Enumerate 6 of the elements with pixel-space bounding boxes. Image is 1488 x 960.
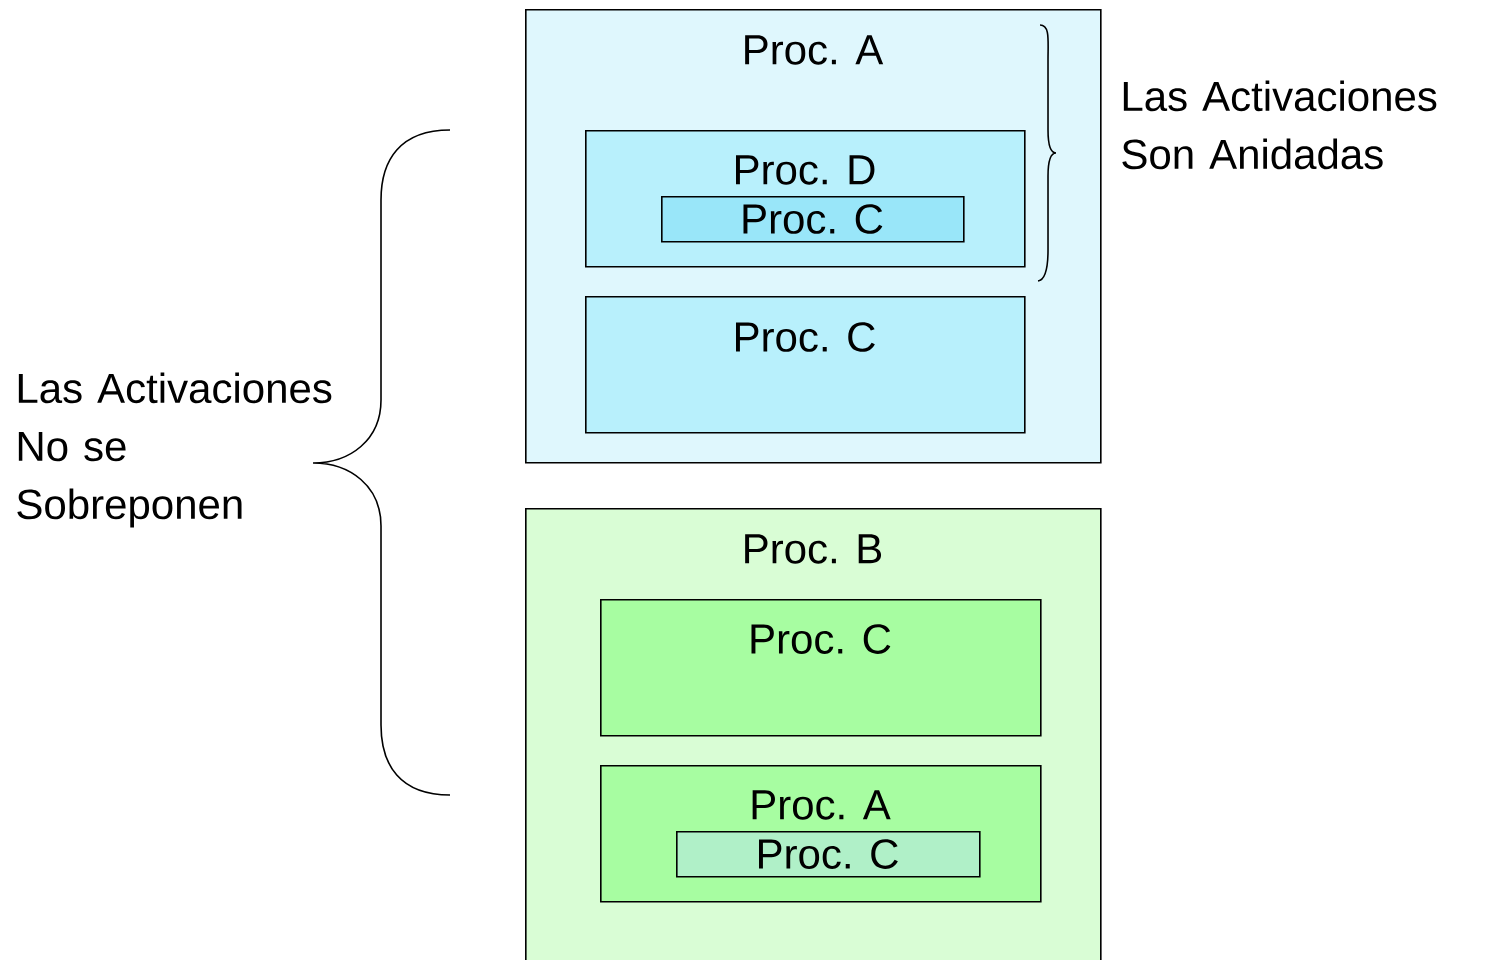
process-box: Proc. C (585, 296, 1026, 434)
process-box: Proc. C (600, 599, 1042, 737)
annotation-text: Las Activaciones No se Sobreponen (17, 372, 332, 528)
process-box: Proc. C (661, 196, 965, 243)
process-box: Proc. C (676, 831, 981, 878)
annotation-text: Las Activaciones Son Anidadas (1122, 80, 1437, 170)
